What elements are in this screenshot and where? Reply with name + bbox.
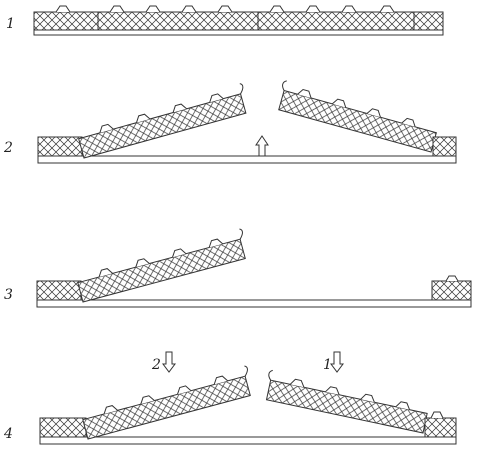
lowered-panel-left xyxy=(82,365,251,440)
lifted-panel-right xyxy=(278,80,437,153)
fixed-panel-right xyxy=(431,280,472,301)
arrow-label-1: 1 xyxy=(323,357,332,373)
step-2-group: 2 xyxy=(3,80,457,164)
press-down-arrow-2 xyxy=(162,351,176,373)
step-number-3: 3 xyxy=(4,287,13,303)
press-down-arrow-1 xyxy=(330,351,344,373)
step-1-group: 1 xyxy=(6,5,444,36)
lifted-panel-left xyxy=(77,228,246,303)
step-number-2: 2 xyxy=(3,140,13,156)
base-strip xyxy=(37,155,457,164)
lift-up-arrow xyxy=(255,135,269,157)
fixed-panel-left xyxy=(36,280,82,301)
step-4-group: 4 2 1 xyxy=(3,351,457,445)
panel-rib xyxy=(445,275,459,282)
step-number-1: 1 xyxy=(6,16,15,32)
fixed-panel-left xyxy=(39,417,87,438)
base-strip xyxy=(36,299,472,308)
fixed-panel-left xyxy=(37,136,83,157)
fixed-panel-right xyxy=(432,136,457,157)
panel-ribs xyxy=(55,5,395,13)
step-number-4: 4 xyxy=(3,426,13,442)
panel-row xyxy=(33,5,444,31)
panel-segment xyxy=(257,11,415,31)
arrow-label-2: 2 xyxy=(151,357,161,373)
lowered-panel-right xyxy=(265,369,428,434)
lifted-panel-left xyxy=(78,83,247,159)
base-strip xyxy=(39,436,457,445)
panel-rib xyxy=(430,411,444,419)
step-3-group: 3 xyxy=(4,228,472,308)
panel-segment xyxy=(97,11,259,31)
panel-segment xyxy=(413,11,444,31)
panel-segment xyxy=(33,11,99,31)
fixed-panel-right xyxy=(424,417,457,438)
